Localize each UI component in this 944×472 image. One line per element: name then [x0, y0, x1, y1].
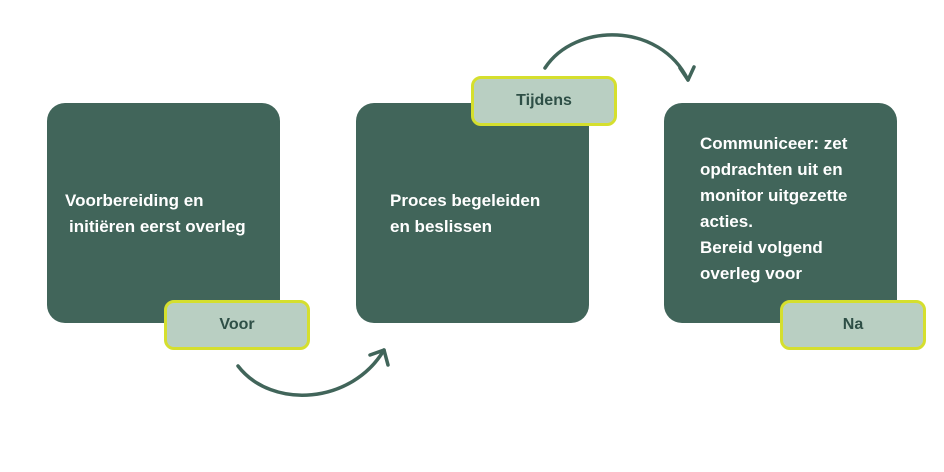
step-card-line: monitor uitgezette: [700, 186, 848, 205]
step-card-proces: Proces begeleiden en beslissen: [356, 103, 589, 323]
step-card-voorbereiding: Voorbereiding en initiëren eerst overleg: [47, 103, 280, 323]
step-card-text: Voorbereiding en initiëren eerst overleg: [65, 188, 275, 240]
step-card-text: Proces begeleiden en beslissen: [390, 188, 580, 240]
step-card-communiceer: Communiceer: zet opdrachten uit en monit…: [664, 103, 897, 323]
step-card-line: Bereid volgend: [700, 238, 823, 257]
phase-tag-na: Na: [780, 300, 926, 350]
phase-tag-tijdens: Tijdens: [471, 76, 617, 126]
step-card-line: acties.: [700, 212, 753, 231]
arrow-tijdens-to-na-icon: [543, 33, 696, 82]
step-card-line: Proces begeleiden: [390, 191, 541, 210]
step-card-line: Voorbereiding en: [65, 191, 204, 210]
arrow-voor-to-tijdens-icon: [236, 348, 390, 397]
step-card-line: initiëren eerst overleg: [69, 217, 246, 236]
step-card-line: Communiceer: zet: [700, 134, 848, 153]
step-card-line: opdrachten uit en: [700, 160, 843, 179]
step-card-line: en beslissen: [390, 217, 493, 236]
step-card-text: Communiceer: zet opdrachten uit en monit…: [700, 131, 890, 287]
step-card-line: overleg voor: [700, 264, 803, 283]
phase-tag-voor: Voor: [164, 300, 310, 350]
